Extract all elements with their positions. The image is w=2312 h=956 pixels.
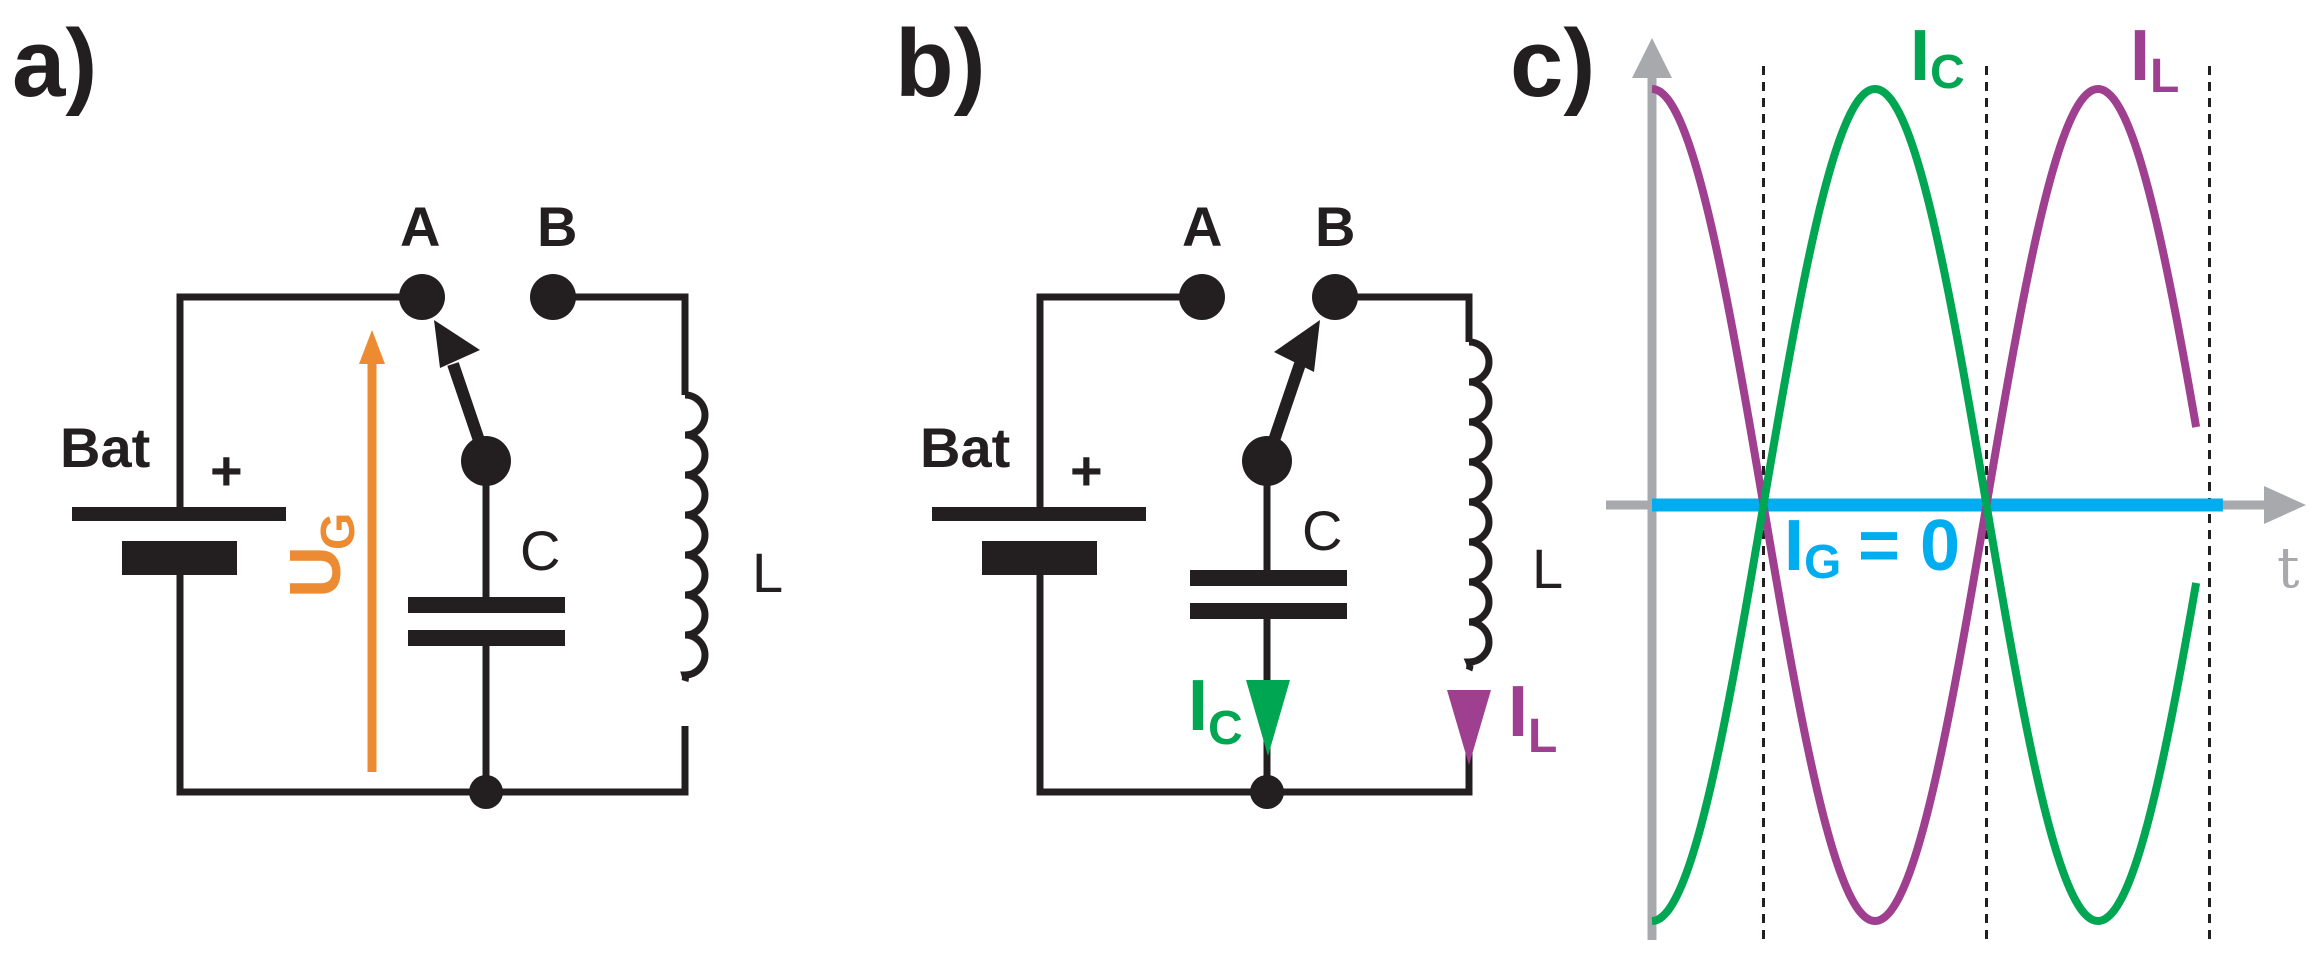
panel-a: a) Bat + C L A B U G [12, 10, 783, 809]
bottom-wire [176, 570, 689, 796]
panel-a-label: a) [12, 10, 97, 117]
capacitor-bottom-plate [408, 630, 565, 646]
capacitor-label: C [520, 519, 560, 582]
il-curve-label-main: I [2130, 16, 2150, 96]
battery-top-wire-b [1036, 293, 1202, 510]
series-i-l [1651, 84, 2201, 926]
ic-label-sub: C [1208, 702, 1243, 755]
battery-label: Bat [60, 416, 150, 479]
battery-long-plate-b [932, 507, 1146, 521]
terminal-a-dot-b [1179, 274, 1225, 320]
voltage-label-sub: G [312, 513, 365, 550]
ic-label-main: I [1188, 666, 1208, 746]
battery-plus: + [210, 439, 243, 502]
voltage-label: U G [276, 513, 365, 598]
terminal-a-dot [399, 274, 445, 320]
il-label-main: I [1508, 672, 1528, 752]
ig-curve-label-sub: G [1804, 536, 1841, 589]
series-layer [1651, 84, 2223, 926]
terminal-b-dot [530, 274, 576, 320]
il-label-sub: L [1528, 710, 1557, 763]
terminal-a-label: A [400, 195, 440, 258]
voltage-arrowhead [359, 330, 385, 364]
switch-arrowhead-b [1274, 320, 1320, 372]
voltage-label-main: U [276, 546, 356, 598]
capacitor-top-plate [408, 597, 565, 613]
y-axis-arrowhead [1632, 38, 1672, 78]
capacitor-label-b: C [1302, 499, 1342, 562]
ic-curve-label-main: I [1910, 16, 1930, 96]
inductor-label: L [752, 541, 783, 604]
bottom-junction-b [1250, 775, 1284, 809]
ic-curve-label-sub: C [1930, 46, 1965, 99]
ic-arrowhead [1246, 680, 1290, 756]
ig-curve-label-value: = 0 [1838, 506, 1960, 586]
x-axis-arrowhead [2264, 486, 2306, 524]
bottom-junction [469, 775, 503, 809]
battery-short-plate [122, 541, 237, 575]
capacitor-top-plate-b [1190, 570, 1347, 586]
switch-arrowhead [434, 320, 480, 368]
panel-c: c) t I C I L I G = 0 [1510, 10, 2306, 940]
inductor-coil-b [1463, 338, 1493, 672]
inductor-label-b: L [1532, 537, 1563, 600]
panel-b-label: b) [895, 10, 986, 117]
switch-lever [447, 362, 492, 463]
battery-short-plate-b [982, 541, 1097, 575]
panel-c-label: c) [1510, 10, 1595, 117]
battery-label-b: Bat [920, 416, 1010, 479]
terminal-b-label-b: B [1315, 195, 1355, 258]
terminal-a-label-b: A [1182, 195, 1222, 258]
ig-curve-label-main: I [1784, 506, 1804, 586]
b-to-inductor-wire-b [1335, 293, 1473, 342]
panel-b: b) Bat + C L A B I C I [895, 10, 1563, 809]
battery-long-plate [72, 507, 286, 521]
inductor-coil [680, 391, 709, 683]
il-arrowhead [1447, 690, 1491, 765]
il-curve-label-sub: L [2150, 50, 2179, 103]
battery-plus-b: + [1070, 439, 1103, 502]
terminal-b-dot-b [1312, 274, 1358, 320]
terminal-b-label: B [537, 195, 577, 258]
switch-lever-b [1261, 362, 1306, 463]
battery-top-wire [176, 293, 420, 510]
t-axis-label: t [2277, 536, 2300, 601]
b-to-inductor-wire [553, 293, 689, 395]
chart-c: t I C I L I G = 0 [1606, 16, 2306, 940]
capacitor-bottom-plate-b [1190, 603, 1347, 619]
series-i-c [1651, 84, 2201, 926]
